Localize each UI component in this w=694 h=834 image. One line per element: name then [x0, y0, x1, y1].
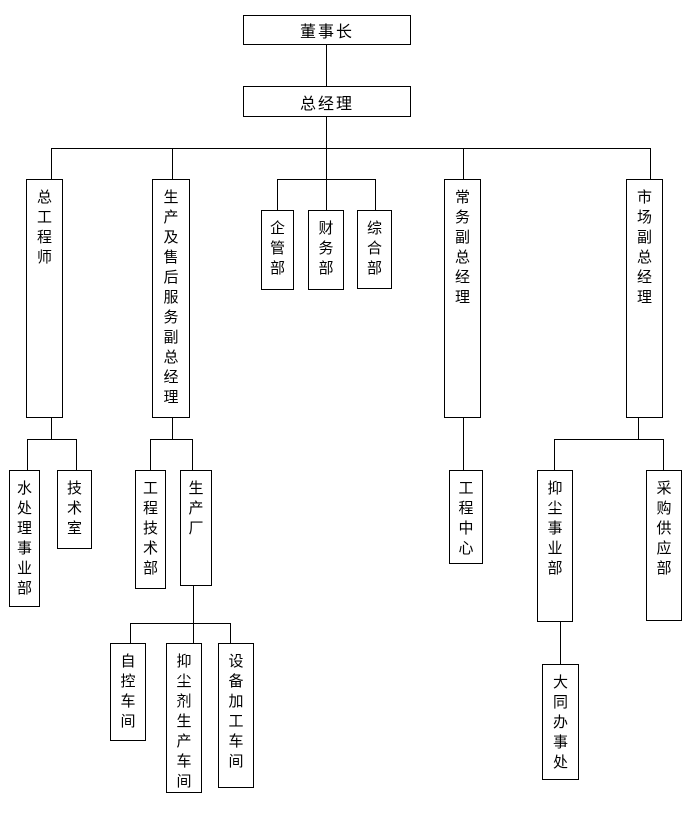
connector-line	[172, 148, 173, 179]
node-label: 总经理	[299, 95, 354, 113]
connector-line	[554, 439, 664, 440]
node-label: 工程技术部	[142, 480, 158, 577]
node-general-manager: 总经理	[243, 86, 411, 117]
node-executive-deputy-gm: 常务副总经理	[444, 179, 481, 418]
connector-line	[463, 418, 464, 470]
node-label: 综合部	[366, 220, 382, 277]
node-general-affairs-dept: 综合部	[357, 210, 392, 289]
node-label: 抑尘剂生产车间	[176, 653, 192, 790]
connector-line	[277, 179, 278, 210]
connector-line	[560, 622, 561, 664]
node-technology-office: 技术室	[57, 470, 92, 549]
connector-line	[76, 439, 77, 470]
connector-line	[326, 179, 327, 210]
node-production-plant: 生产厂	[180, 470, 212, 586]
node-chief-engineer: 总工程师	[26, 179, 63, 418]
connector-line	[193, 586, 194, 623]
connector-line	[193, 623, 194, 643]
connector-line	[172, 418, 173, 439]
connector-line	[130, 623, 231, 624]
connector-line	[192, 439, 193, 470]
node-engineering-tech-dept: 工程技术部	[135, 470, 166, 589]
connector-line	[230, 623, 231, 643]
connector-line	[554, 439, 555, 470]
node-datong-office: 大同办事处	[542, 664, 579, 780]
connector-line	[326, 148, 327, 179]
node-equipment-processing-workshop: 设备加工车间	[218, 643, 254, 788]
connector-line	[150, 439, 151, 470]
node-label: 自控车间	[120, 653, 136, 730]
connector-line	[27, 439, 28, 470]
node-label: 技术室	[66, 480, 82, 537]
node-water-treatment-division: 水处理事业部	[9, 470, 40, 607]
node-label: 工程中心	[458, 480, 474, 557]
connector-line	[51, 148, 651, 149]
node-label: 常务副总经理	[454, 189, 470, 306]
node-label: 生产及售后服务副总经理	[163, 189, 179, 406]
connector-line	[51, 418, 52, 439]
connector-line	[463, 148, 464, 179]
node-enterprise-mgmt-dept: 企管部	[261, 210, 294, 290]
node-production-aftersales-deputy-gm: 生产及售后服务副总经理	[152, 179, 190, 418]
node-auto-control-workshop: 自控车间	[110, 643, 146, 741]
node-label: 企管部	[269, 220, 285, 277]
connector-line	[663, 439, 664, 470]
node-dust-suppressant-production-workshop: 抑尘剂生产车间	[166, 643, 202, 793]
connector-line	[375, 179, 376, 210]
node-finance-dept: 财务部	[308, 210, 344, 290]
connector-line	[326, 117, 327, 148]
connector-line	[27, 439, 77, 440]
node-dust-suppression-division: 抑尘事业部	[537, 470, 573, 622]
node-chairman: 董事长	[243, 15, 411, 45]
node-label: 抑尘事业部	[547, 480, 563, 577]
node-label: 大同办事处	[552, 674, 568, 771]
node-label: 生产厂	[188, 480, 204, 537]
connector-line	[638, 418, 639, 439]
connector-line	[650, 148, 651, 179]
connector-line	[326, 44, 327, 86]
node-label: 财务部	[318, 220, 334, 277]
node-marketing-deputy-gm: 市场副总经理	[626, 179, 663, 418]
connector-line	[130, 623, 131, 643]
connector-line	[51, 148, 52, 179]
node-label: 总工程师	[36, 189, 52, 266]
node-label: 设备加工车间	[228, 653, 244, 770]
node-label: 市场副总经理	[636, 189, 652, 306]
node-label: 董事长	[299, 24, 354, 41]
node-procurement-supply-dept: 采购供应部	[646, 470, 682, 621]
connector-line	[150, 439, 193, 440]
node-label: 水处理事业部	[16, 480, 32, 597]
node-engineering-center: 工程中心	[449, 470, 483, 564]
node-label: 采购供应部	[656, 480, 672, 577]
